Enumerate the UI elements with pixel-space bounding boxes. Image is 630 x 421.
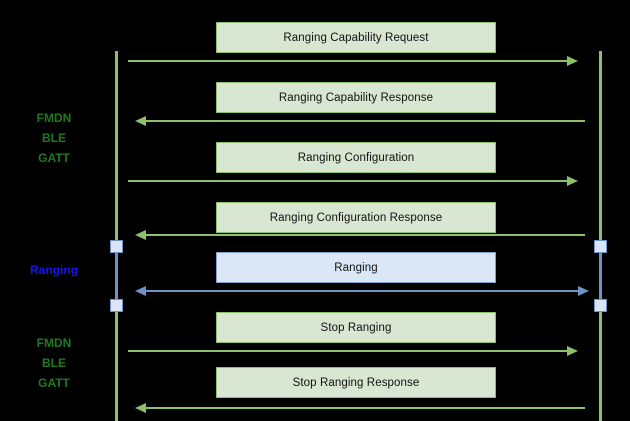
left-lifeline [115,51,118,421]
right-activation-start-box [594,240,607,253]
phase-label-line: FMDN [36,336,72,350]
message-arrow-ranging-capability-response [135,115,585,127]
message-box-ranging-configuration-response: Ranging Configuration Response [216,202,496,233]
message-arrow-ranging-configuration [128,175,578,187]
phase-label-line: GATT [38,376,70,390]
message-box-stop-ranging-response: Stop Ranging Response [216,367,496,398]
arrow-head-right-icon [567,176,578,186]
arrow-shaft [128,180,567,182]
left-activation-start-box [110,240,123,253]
left-activation-line [115,246,118,306]
message-box-ranging: Ranging [216,252,496,283]
phase-label-ranging: Ranging [0,260,108,280]
arrow-head-left-icon [135,403,146,413]
left-activation-end-box [110,299,123,312]
arrow-shaft [128,350,567,352]
message-arrow-stop-ranging-response [135,402,585,414]
arrow-shaft [146,234,585,236]
message-arrow-stop-ranging [128,345,578,357]
arrow-shaft [128,60,567,62]
message-box-ranging-capability-response: Ranging Capability Response [216,82,496,113]
right-activation-line [599,246,602,306]
arrow-head-left-icon [135,116,146,126]
message-box-stop-ranging: Stop Ranging [216,312,496,343]
message-arrow-ranging-capability-request [128,55,578,67]
phase-label-line: GATT [38,151,70,165]
phase-label-line: Ranging [30,263,78,277]
message-box-ranging-configuration: Ranging Configuration [216,142,496,173]
right-activation-end-box [594,299,607,312]
phase-label-line: BLE [42,131,66,145]
arrow-head-right-icon [567,56,578,66]
arrow-shaft [146,407,585,409]
arrow-shaft [146,120,585,122]
arrow-head-right-icon [578,286,589,296]
phase-label-fmdn-top: FMDN BLE GATT [0,108,108,168]
message-box-ranging-capability-request: Ranging Capability Request [216,22,496,53]
arrow-head-left-icon [135,286,146,296]
phase-label-line: FMDN [36,111,72,125]
arrow-head-left-icon [135,230,146,240]
message-arrow-ranging-bidirectional [135,285,589,297]
arrow-shaft [146,290,578,292]
right-lifeline [599,51,602,421]
phase-label-fmdn-bottom: FMDN BLE GATT [0,333,108,393]
message-arrow-ranging-configuration-response [135,229,585,241]
phase-label-line: BLE [42,356,66,370]
arrow-head-right-icon [567,346,578,356]
